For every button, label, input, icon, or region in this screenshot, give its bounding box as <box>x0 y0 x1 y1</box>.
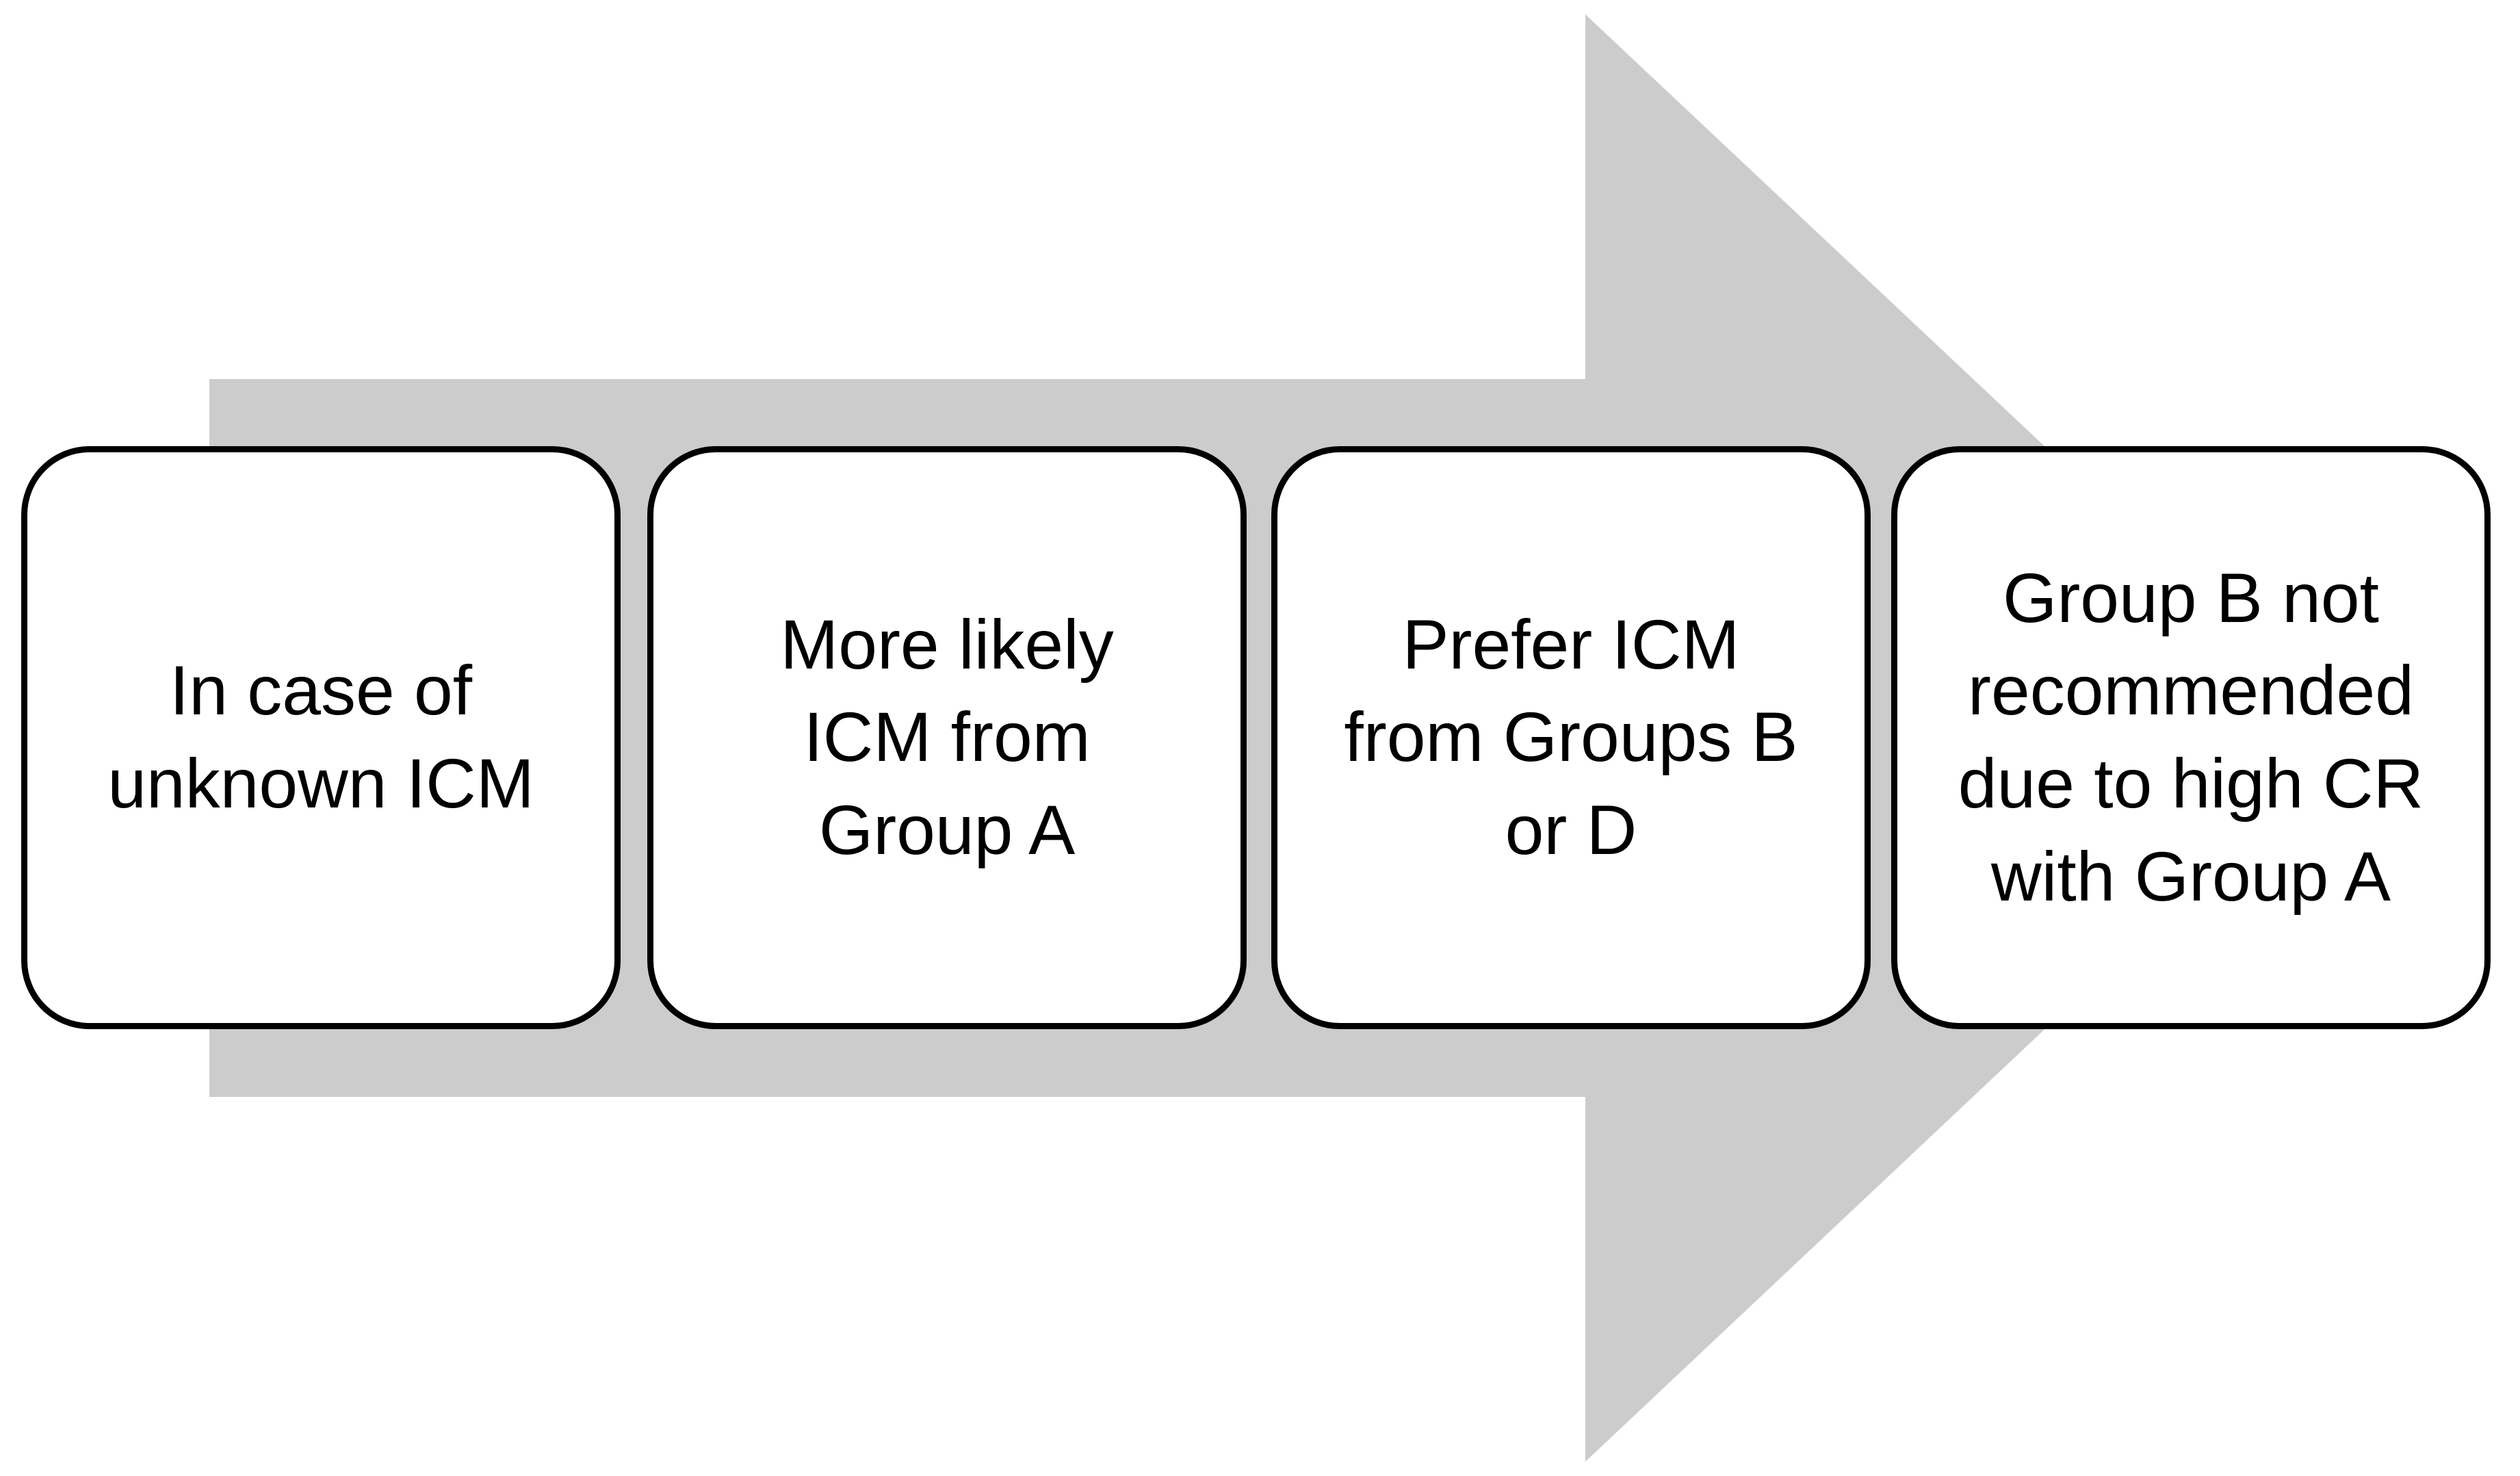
step-label: Prefer ICM from Groups B or D <box>1344 605 1798 869</box>
step-box-2: More likely ICM from Group A <box>647 446 1247 1029</box>
step-label: More likely ICM from Group A <box>780 605 1114 869</box>
step-label: In case of unknown ICM <box>107 651 534 823</box>
step-box-1: In case of unknown ICM <box>21 446 621 1029</box>
step-box-4: Group B not recommended due to high CR w… <box>1891 446 2491 1029</box>
step-label: Group B not recommended due to high CR w… <box>1958 558 2424 916</box>
step-box-3: Prefer ICM from Groups B or D <box>1271 446 1871 1029</box>
